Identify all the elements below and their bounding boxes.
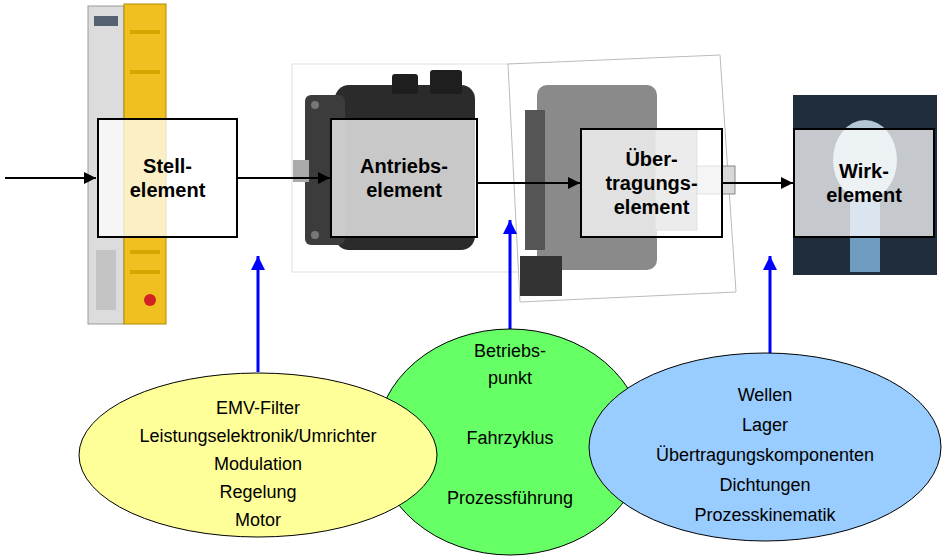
text-group: Wirk- element — [805, 159, 923, 207]
element-label: Wirk- element — [805, 159, 923, 207]
ellipse-shape — [79, 373, 437, 537]
element-label: Antriebs- element — [345, 154, 463, 202]
factor-label: Motor — [235, 506, 281, 534]
factor-label: Modulation — [214, 450, 302, 478]
gearbox-picture — [508, 55, 736, 302]
text-group: Antriebs- element — [345, 154, 463, 202]
factor-label: Betriebs- punkt — [460, 338, 560, 392]
effector-photo — [793, 95, 937, 275]
text-group: Über- tragungs- element — [593, 147, 711, 219]
influence-arrow — [509, 220, 512, 330]
factor-label: Übertragungskomponenten — [656, 440, 874, 470]
effector-picture — [793, 95, 937, 275]
motor-connector — [392, 74, 418, 94]
drive-fin — [130, 250, 160, 254]
element-box: Antriebs- element — [330, 118, 478, 238]
text-group: Stell- element — [109, 154, 227, 202]
text-group: EMV-FilterLeistungselektronik/UmrichterM… — [78, 372, 438, 538]
influence-arrow — [769, 256, 772, 354]
factor-label: Leistungselektronik/Umrichter — [139, 422, 376, 450]
factor-label: Dichtungen — [719, 470, 810, 500]
factor-ellipse: EMV-FilterLeistungselektronik/UmrichterM… — [78, 372, 438, 538]
gearbox-flange — [525, 110, 545, 250]
influence-arrow — [257, 256, 260, 372]
element-box: Wirk- element — [793, 128, 935, 238]
drive-fin — [130, 70, 160, 74]
element-label: Über- tragungs- element — [593, 147, 711, 219]
factor-label: EMV-Filter — [216, 394, 300, 422]
motor-picture — [292, 64, 520, 272]
text-group: WellenLagerÜbertragungskomponentenDichtu… — [588, 352, 942, 542]
flow-arrow — [478, 182, 580, 184]
flange-bolt — [311, 231, 319, 239]
gearbox-foot — [520, 256, 562, 296]
factor-label: Prozessführung — [447, 485, 573, 512]
element-box: Stell- element — [97, 118, 238, 238]
drive-fin — [130, 30, 160, 34]
drive-display — [94, 16, 118, 26]
flange-bolt — [311, 101, 319, 109]
factor-ellipse: WellenLagerÜbertragungskomponentenDichtu… — [588, 352, 942, 542]
factor-label: Wellen — [738, 380, 793, 410]
factor-label: Fahrzyklus — [466, 425, 553, 452]
flow-arrow — [238, 177, 330, 179]
drive-fin — [130, 270, 160, 274]
drive-terminal — [96, 250, 116, 310]
element-box: Über- tragungs- element — [580, 128, 723, 238]
photo-frame — [508, 55, 736, 302]
factor-label: Regelung — [219, 478, 296, 506]
input-arrow — [5, 177, 96, 179]
photo-frame — [292, 64, 520, 272]
element-label: Stell- element — [109, 154, 227, 202]
motor-connector — [430, 70, 462, 94]
drive-logo — [144, 294, 156, 306]
ellipse-shape — [589, 353, 941, 541]
factor-label: Lager — [742, 410, 788, 440]
factor-label: Prozesskinematik — [694, 500, 835, 530]
flow-arrow — [723, 182, 793, 184]
